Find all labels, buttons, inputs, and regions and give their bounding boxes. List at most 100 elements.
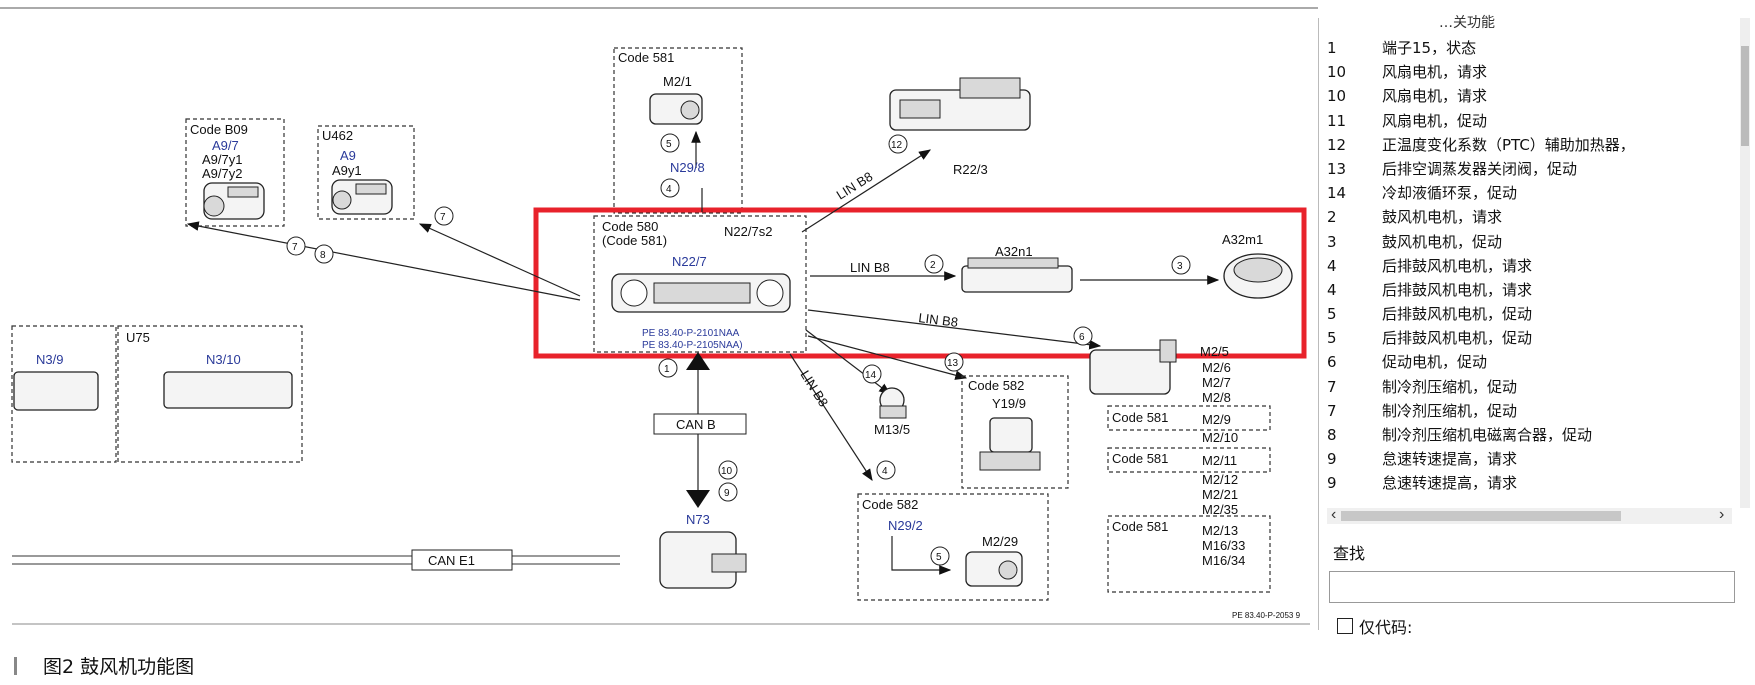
figure-caption: 图2 鼓风机功能图 <box>14 652 194 679</box>
m13-5-label: M13/5 <box>874 422 910 437</box>
list-item-text: 制冷剂压缩机，促动 <box>1382 377 1518 396</box>
caption-bar <box>14 657 17 675</box>
list-item-code: 9 <box>1327 474 1337 493</box>
u462-box: U462 A9 A9y1 <box>317 125 415 220</box>
valve-icon <box>979 417 1041 471</box>
scroll-left-icon[interactable]: ‹ <box>1331 506 1337 523</box>
list-item-code: 10 <box>1327 87 1347 106</box>
list-item[interactable]: 7 制冷剂压缩机，促动 <box>1327 399 1732 423</box>
list-item[interactable]: 14 冷却液循环泵，促动 <box>1327 181 1732 205</box>
svg-text:4: 4 <box>882 466 888 477</box>
caption-text: 图2 鼓风机功能图 <box>43 656 195 678</box>
list-item-code: 1 <box>1327 39 1337 57</box>
r22-3-label: R22/3 <box>953 162 988 177</box>
control-module-icon <box>163 371 293 409</box>
vertical-scrollbar[interactable] <box>1740 18 1750 508</box>
list-item-text: 制冷剂压缩机电磁离合器，促动 <box>1382 426 1593 444</box>
y19-9-label: Y19/9 <box>992 396 1026 411</box>
actuator-motor-icon <box>1089 339 1177 395</box>
code-only-label: 仅代码: <box>1359 618 1413 637</box>
n22-7-label: N22/7 <box>672 254 707 269</box>
control-panel-icon <box>611 273 791 313</box>
ptc-heater: R22/3 <box>889 77 1031 177</box>
u462-a9: A9 <box>340 148 356 163</box>
highlight-frame <box>533 207 1307 359</box>
coolant-pump-icon <box>879 387 907 419</box>
footer-ref: PE 83.40-P-2053 9 <box>1232 611 1301 620</box>
list-item-text: 风扇电机，促动 <box>1382 111 1488 130</box>
svg-text:2: 2 <box>930 260 936 271</box>
svg-text:10: 10 <box>721 466 733 477</box>
list-item-code: 7 <box>1327 401 1337 420</box>
list-item[interactable]: 9 怠速转速提高，请求 <box>1327 471 1732 495</box>
m2-29-label: M2/29 <box>982 534 1018 549</box>
panel-header: …关功能 <box>1439 15 1495 31</box>
code-only-checkbox[interactable] <box>1337 618 1353 634</box>
list-item-code: 14 <box>1327 184 1347 203</box>
svg-text:5: 5 <box>936 552 942 563</box>
horizontal-scroll-thumb[interactable] <box>1341 511 1621 521</box>
list-item-text: 后排鼓风机电机，请求 <box>1382 256 1533 275</box>
m16-34-label: M16/34 <box>1202 553 1245 568</box>
list-item-code: 13 <box>1327 159 1347 178</box>
list-item-text: 怠速转速提高，请求 <box>1382 450 1518 469</box>
m2-12-label: M2/12 <box>1202 472 1238 487</box>
n3-10-label: N3/10 <box>206 352 241 367</box>
svg-text:7: 7 <box>292 242 298 253</box>
scroll-right-icon[interactable]: › <box>1719 506 1725 523</box>
svg-text:1: 1 <box>664 364 670 375</box>
lin-b8-label-4: LIN B8 <box>797 368 831 410</box>
list-item-text: 制冷剂压缩机，促动 <box>1382 401 1518 420</box>
n3-9-label: N3/9 <box>36 352 63 367</box>
n22-7s2-label: N22/7s2 <box>724 224 772 239</box>
can-b-label: CAN B <box>676 417 716 432</box>
list-item-code: 3 <box>1327 232 1337 251</box>
list-item-text: 鼓风机电机，请求 <box>1382 208 1503 227</box>
n73-label: N73 <box>686 512 710 527</box>
list-item-text: 冷却液循环泵，促动 <box>1382 184 1518 203</box>
list-item-code: 9 <box>1327 450 1337 469</box>
code-581-b-title: Code 581 <box>1112 451 1168 466</box>
list-item-code: 10 <box>1327 63 1347 82</box>
list-item[interactable]: 6 促动电机，促动 <box>1327 350 1732 374</box>
can-e1-label: CAN E1 <box>428 553 475 568</box>
list-item-code: 11 <box>1327 111 1347 130</box>
main-control-unit: Code 580 (Code 581) N22/7s2 N22/7 PE 83.… <box>593 215 807 353</box>
list-item-code: 6 <box>1327 353 1337 372</box>
list-item[interactable]: 11 风扇电机，促动 <box>1327 109 1732 133</box>
ignition-switch-icon <box>659 531 747 589</box>
list-item-text: 怠速转速提高，请求 <box>1382 474 1518 493</box>
list-item-code: 4 <box>1327 280 1337 299</box>
u462-title: U462 <box>322 128 353 143</box>
list-item-text: 后排鼓风机电机，促动 <box>1382 305 1533 324</box>
svg-text:7: 7 <box>440 212 446 223</box>
svg-text:9: 9 <box>724 488 730 499</box>
list-item-text: 促动电机，促动 <box>1382 353 1488 372</box>
blower-motor-icon <box>649 93 703 125</box>
list-item[interactable]: 9 怠速转速提高，请求 <box>1327 447 1732 471</box>
lin-b8-label-2: LIN B8 <box>850 260 890 275</box>
code-b09-title: Code B09 <box>190 122 248 137</box>
m2-8-label: M2/8 <box>1202 390 1231 405</box>
find-label: 查找 <box>1333 544 1366 563</box>
svg-text:8: 8 <box>320 250 326 261</box>
m2-1-label: M2/1 <box>663 74 692 89</box>
find-input[interactable] <box>1329 571 1735 603</box>
vertical-scroll-thumb[interactable] <box>1741 46 1749 146</box>
m2-6-label: M2/6 <box>1202 360 1231 375</box>
